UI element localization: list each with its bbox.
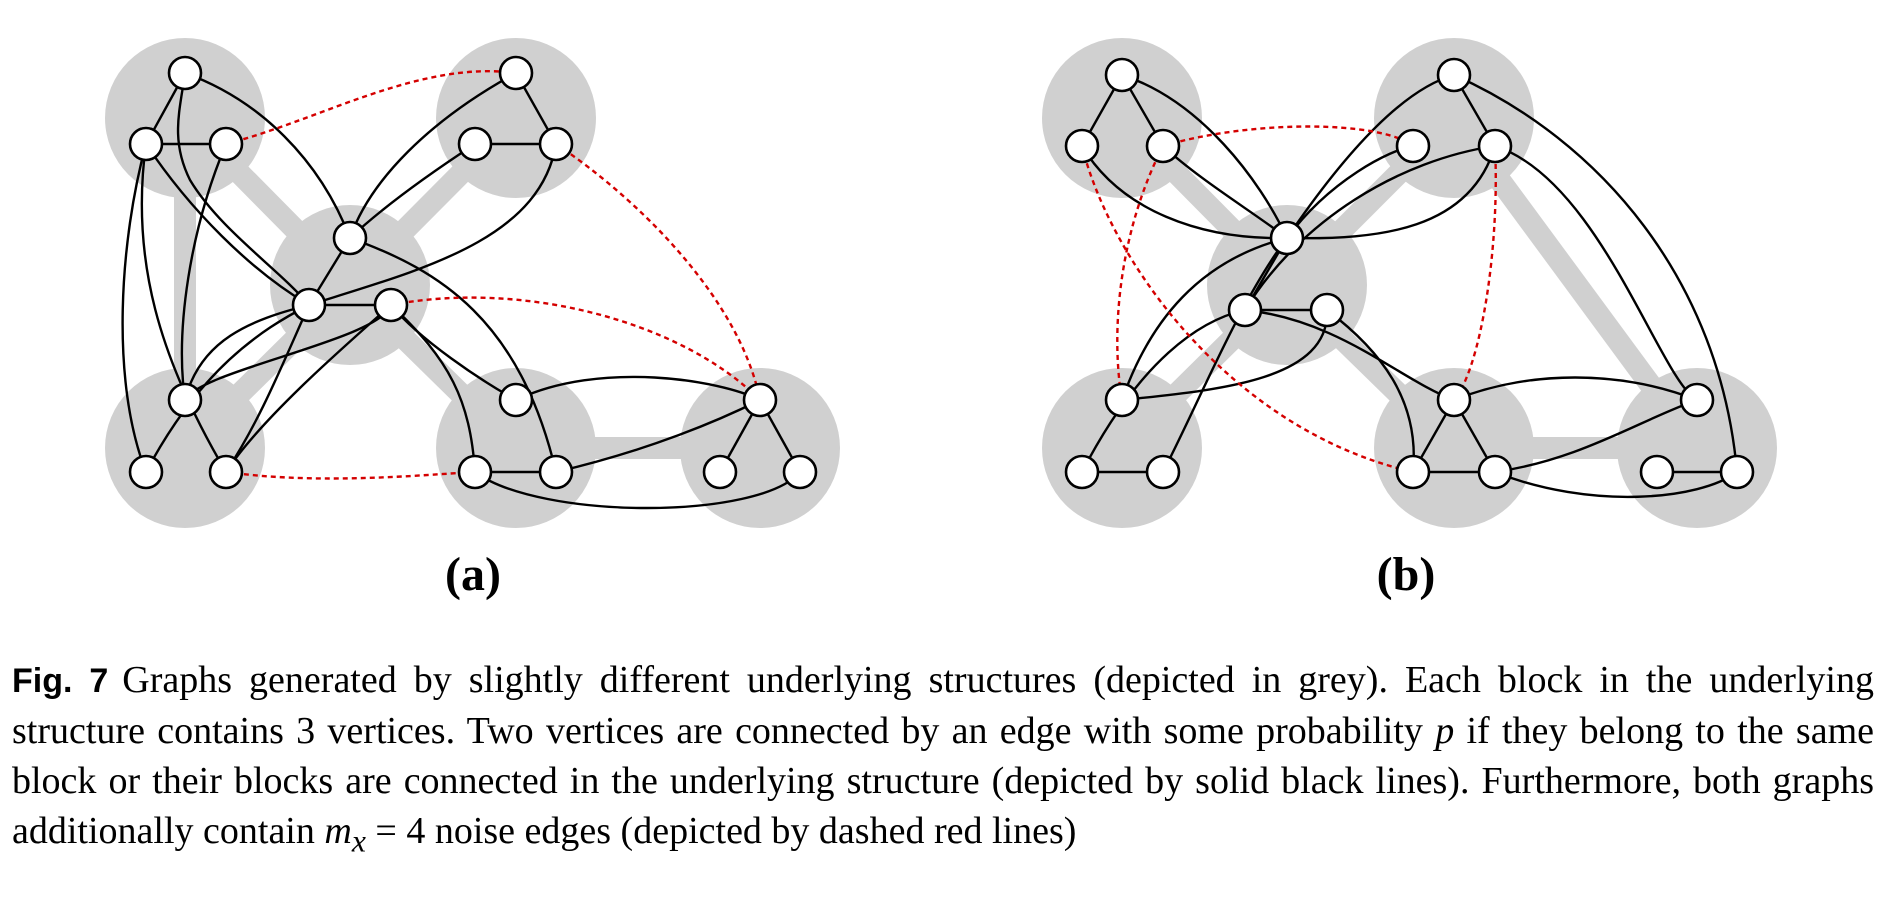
vertex <box>1436 382 1472 418</box>
caption-math-m: m <box>324 810 352 852</box>
vertex <box>1639 454 1675 490</box>
vertex <box>782 454 818 490</box>
vertex <box>1309 292 1345 328</box>
panel-b-graph <box>1042 38 1777 528</box>
vertex <box>1145 128 1181 164</box>
vertex <box>128 454 164 490</box>
caption-text-3: noise edges (depicted by dashed red line… <box>425 810 1077 852</box>
panel-b-vertices <box>1064 57 1755 490</box>
vertex <box>167 55 203 91</box>
vertex <box>208 454 244 490</box>
vertex <box>1269 220 1305 256</box>
caption-math-rest: = 4 <box>365 810 426 852</box>
vertex <box>332 220 368 256</box>
vertex <box>1477 128 1513 164</box>
panel-b-label: (b) <box>1376 548 1436 601</box>
vertex <box>742 382 778 418</box>
vertex <box>538 454 574 490</box>
vertex <box>1104 382 1140 418</box>
vertex <box>702 454 738 490</box>
panel-a-vertices <box>128 55 818 490</box>
panel-a-label: (a) <box>445 548 501 601</box>
vertex <box>457 126 493 162</box>
vertex <box>498 382 534 418</box>
vertex <box>1227 292 1263 328</box>
vertex <box>1719 454 1755 490</box>
caption-text-1: Graphs generated by slightly different u… <box>12 659 1874 752</box>
vertex <box>373 287 409 323</box>
vertex <box>1064 454 1100 490</box>
vertex <box>1395 454 1431 490</box>
vertex <box>1436 57 1472 93</box>
caption-math-sub: x <box>351 823 366 859</box>
vertex <box>128 126 164 162</box>
vertex <box>167 382 203 418</box>
caption-text-2: if they belong to the same block or thei… <box>12 710 1874 852</box>
panel-b-noise-edges <box>1080 125 1497 474</box>
panel-a-noise-edges <box>225 70 762 480</box>
vertex <box>1145 454 1181 490</box>
vertex <box>1679 382 1715 418</box>
panel-b-structure <box>1042 38 1777 528</box>
vertex <box>457 454 493 490</box>
vertex <box>1477 454 1513 490</box>
caption-p-symbol: p <box>1435 710 1455 752</box>
vertex <box>538 126 574 162</box>
vertex <box>1064 128 1100 164</box>
vertex <box>208 126 244 162</box>
panel-a-graph <box>105 38 840 528</box>
vertex <box>498 55 534 91</box>
vertex <box>1104 57 1140 93</box>
figure-number: Fig. 7 <box>12 662 109 700</box>
vertex <box>291 287 327 323</box>
vertex <box>1395 128 1431 164</box>
block-a3 <box>270 205 430 365</box>
figure-graphs <box>105 38 1777 528</box>
